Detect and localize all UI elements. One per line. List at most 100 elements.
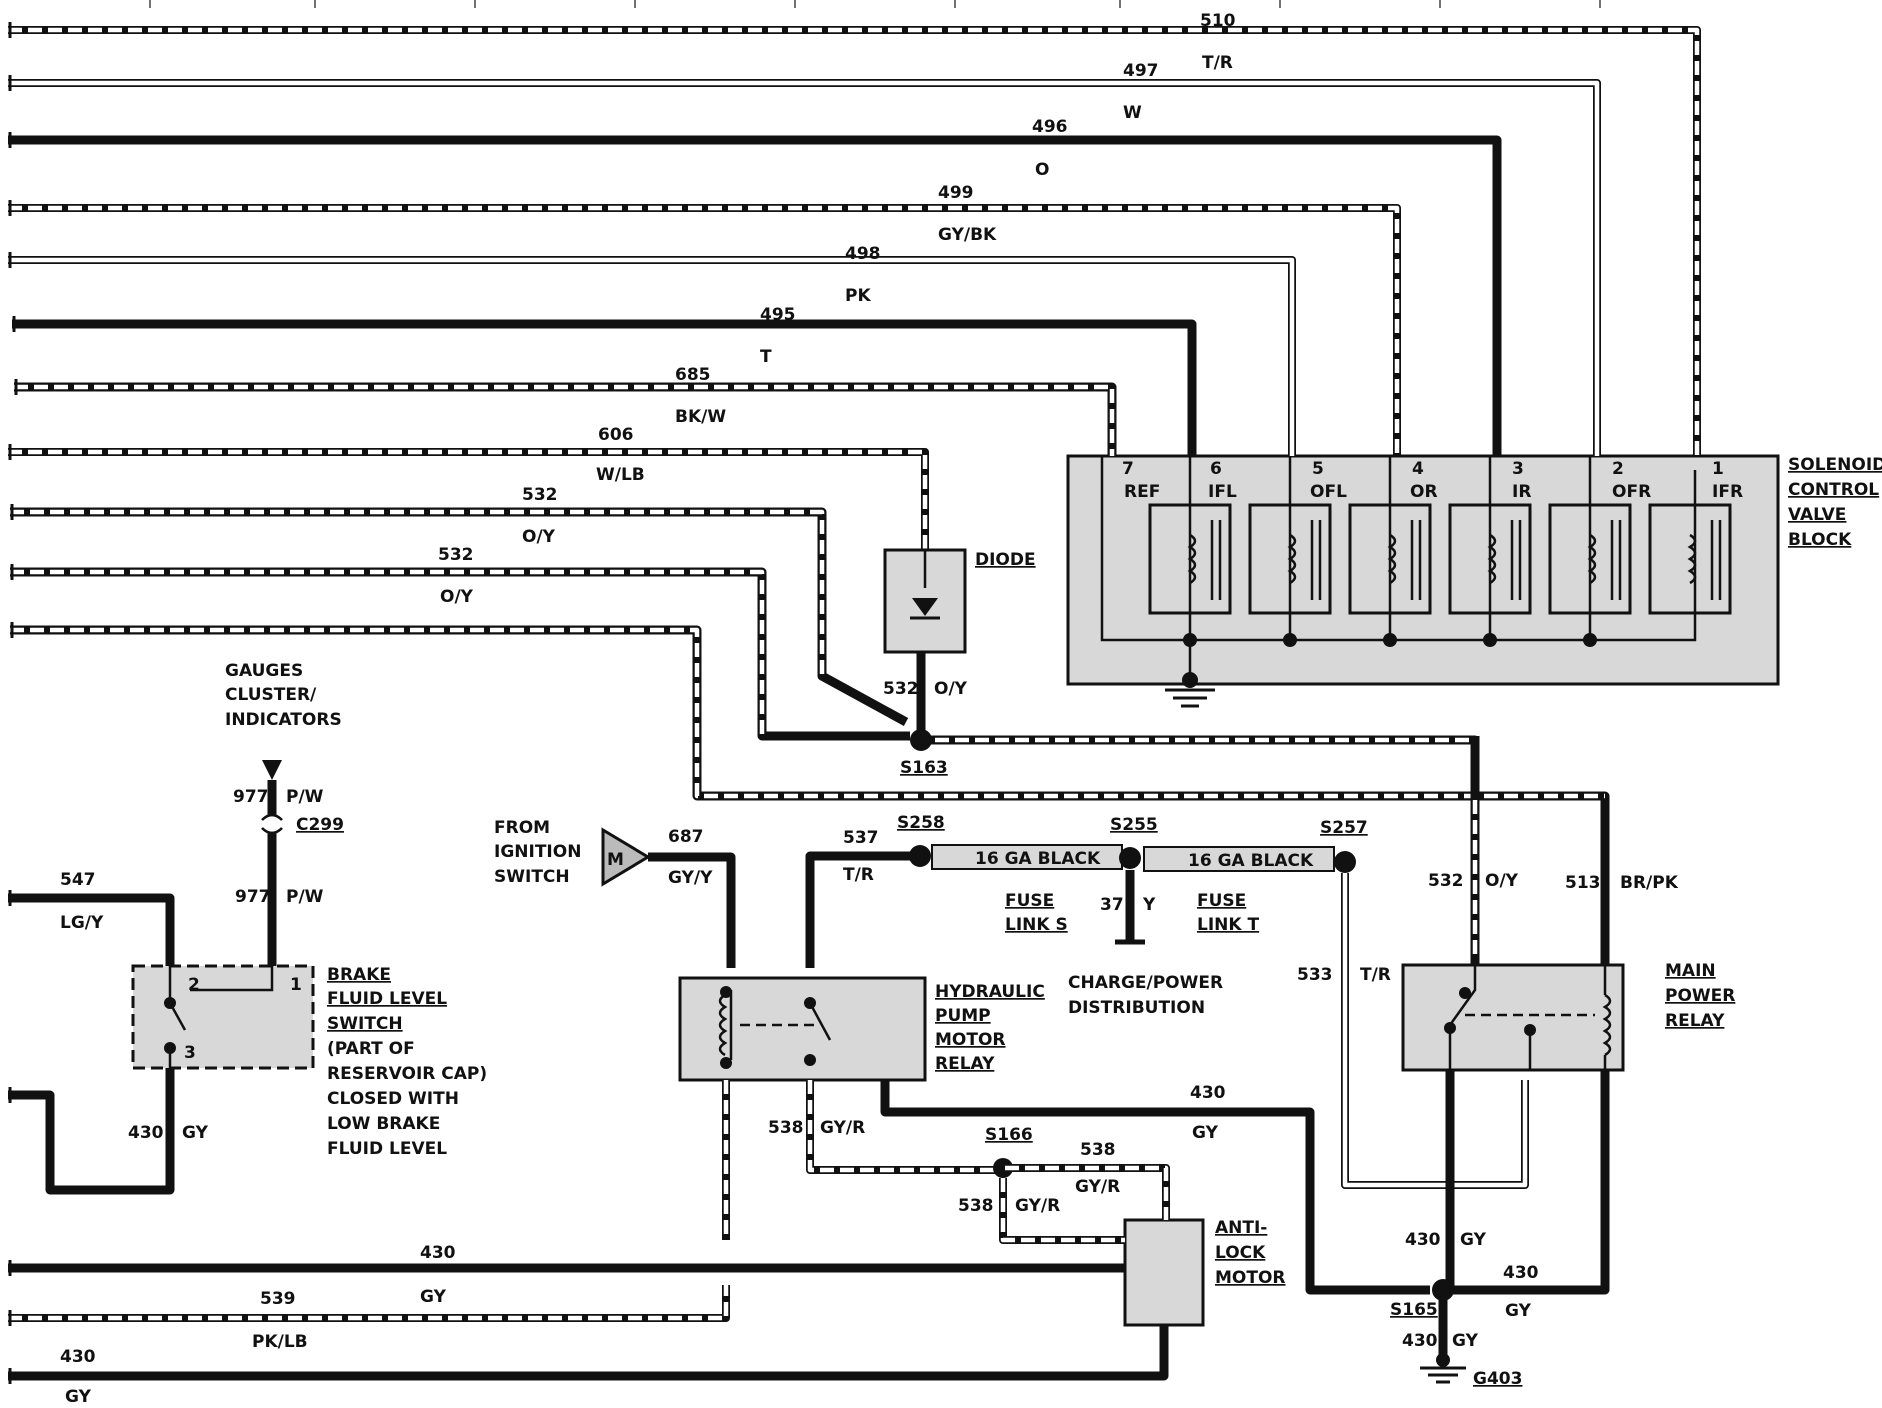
splice-label: S163 [900, 758, 948, 778]
ignition-label: IGNITION [494, 842, 581, 862]
connector-label: C299 [296, 815, 344, 835]
wire-color: Y [1142, 895, 1156, 915]
fuse-s-label: FUSE [1005, 891, 1054, 911]
fuse-s-label: LINK S [1005, 915, 1068, 935]
wire-color: O/Y [1485, 871, 1519, 891]
brake-switch-note: RESERVOIR CAP) [327, 1064, 487, 1084]
main-relay-label: RELAY [1665, 1011, 1725, 1031]
wire-color: O [1035, 160, 1049, 180]
pin-num: 6 [1210, 459, 1222, 479]
brake-pin: 1 [290, 975, 302, 995]
pin-num: 7 [1122, 459, 1134, 479]
wire-num: 685 [675, 365, 711, 385]
wire-num: 430 [1190, 1083, 1226, 1103]
wire-color: GY/R [1015, 1196, 1060, 1216]
main-relay-label: MAIN [1665, 961, 1716, 981]
ignition-label: SWITCH [494, 867, 570, 887]
splice-label: S257 [1320, 818, 1368, 838]
diode-label: DIODE [975, 550, 1036, 570]
wire-color: BK/W [675, 407, 726, 427]
ignition-input: FROM IGNITION SWITCH M 687 GY/Y [494, 818, 736, 968]
wire-num: 547 [60, 870, 96, 890]
pin-name: OR [1410, 482, 1438, 502]
ground-label: G403 [1473, 1369, 1522, 1389]
fuse-link-wire: 16 GA BLACK [975, 849, 1101, 869]
wire-num: 430 [60, 1347, 96, 1367]
main-power-relay: 532 O/Y 513 BR/PK MAIN POWER RELAY [1401, 736, 1735, 1072]
brake-fluid-level-switch: 547 LG/Y 2 1 3 BRAKE FLUID LEVEL SWITCH … [8, 870, 487, 1195]
wire-color: W/LB [596, 465, 645, 485]
pin-num: 1 [1712, 459, 1724, 479]
wire-color: P/W [286, 787, 324, 807]
main-relay-label: POWER [1665, 986, 1735, 1006]
wire-color: GY/R [1075, 1177, 1120, 1197]
fuse-link-wire: 16 GA BLACK [1188, 851, 1314, 871]
wire-num: 532 [522, 485, 558, 505]
antilock-label: LOCK [1215, 1243, 1266, 1263]
wire-num: 687 [668, 827, 704, 847]
brake-switch-note: FLUID LEVEL [327, 1139, 447, 1159]
gauges-label: CLUSTER/ [225, 685, 317, 705]
ignition-connector-icon [601, 827, 651, 887]
wire-num: 537 [843, 828, 879, 848]
pin-name: IR [1512, 482, 1531, 502]
splice-label: S258 [897, 813, 945, 833]
pin-num: 5 [1312, 459, 1324, 479]
wire-num: 510 [1200, 11, 1236, 31]
wire-num: 430 [1405, 1230, 1441, 1250]
solenoid-block-label: BLOCK [1788, 530, 1852, 550]
wire-color: LG/Y [60, 913, 104, 933]
wire-num: 37 [1100, 895, 1124, 915]
wire-538: S166 538 GY/R 538 GY/R 538 GY/R [768, 1080, 1170, 1244]
wire-color: PK [845, 286, 871, 306]
solenoid-ground-icon [1165, 640, 1215, 708]
top-ruler [149, 0, 1601, 8]
wire-num: 533 [1297, 965, 1333, 985]
wire-color: GY/Y [668, 868, 713, 888]
hydraulic-relay-label: PUMP [935, 1006, 991, 1026]
brake-switch-label: BRAKE [327, 965, 391, 985]
connector-arrow-icon [262, 760, 282, 780]
wire-num: 430 [1503, 1263, 1539, 1283]
wire-num: 498 [845, 244, 881, 264]
wire-color: GY/R [820, 1118, 865, 1138]
wire-num: 606 [598, 425, 634, 445]
hydraulic-relay-label: HYDRAULIC [935, 982, 1045, 1002]
wire-color: GY [1505, 1301, 1532, 1321]
pin-name: IFL [1208, 482, 1237, 502]
ground-icon [1420, 1353, 1466, 1384]
top-wire-labels: 510 T/R 497 W 496 O 499 GY/BK 498 PK 495… [438, 11, 1236, 607]
solenoid-block-label: SOLENOID [1788, 455, 1882, 475]
wire-color: GY [1192, 1123, 1219, 1143]
wire-color: GY [1452, 1331, 1479, 1351]
pin-name: IFR [1712, 482, 1743, 502]
antilock-label: ANTI- [1215, 1218, 1267, 1238]
wire-num: 496 [1032, 117, 1068, 137]
wire-color: PK/LB [252, 1332, 308, 1352]
splice-label: S166 [985, 1125, 1033, 1145]
wire-color: GY/BK [938, 225, 997, 245]
brake-switch-note: LOW BRAKE [327, 1114, 440, 1134]
wire-num: 532 [883, 679, 919, 699]
wire-color: W [1123, 103, 1142, 123]
wire-color: P/W [286, 887, 324, 907]
fuse-t-label: LINK T [1197, 915, 1259, 935]
wire-num: 977 [233, 787, 269, 807]
diode: DIODE 532 O/Y [883, 548, 1036, 737]
wire-num: 430 [1402, 1331, 1438, 1351]
ignition-label: FROM [494, 818, 550, 838]
pin-name: OFR [1612, 482, 1651, 502]
wire-color: T/R [1360, 965, 1391, 985]
solenoid-block-label: VALVE [1788, 505, 1846, 525]
gauges-label: INDICATORS [225, 710, 342, 730]
charge-power-label: CHARGE/POWER [1068, 973, 1223, 993]
pin-num: 4 [1412, 459, 1424, 479]
wire-num: 532 [1428, 871, 1464, 891]
charge-power-distribution: 537 T/R S258 16 GA BLACK S255 16 GA BLAC… [805, 813, 1529, 1189]
wire-color: BR/PK [1620, 873, 1679, 893]
wire-color: O/Y [440, 587, 474, 607]
solenoid-control-valve-block: 7 REF 6 IFL 5 OFL 4 OR 3 IR 2 OFR 1 IFR … [1066, 454, 1882, 708]
brake-pin: 2 [188, 975, 200, 995]
solenoid-block-label: CONTROL [1788, 480, 1879, 500]
anti-lock-motor: ANTI- LOCK MOTOR [1123, 1218, 1286, 1327]
